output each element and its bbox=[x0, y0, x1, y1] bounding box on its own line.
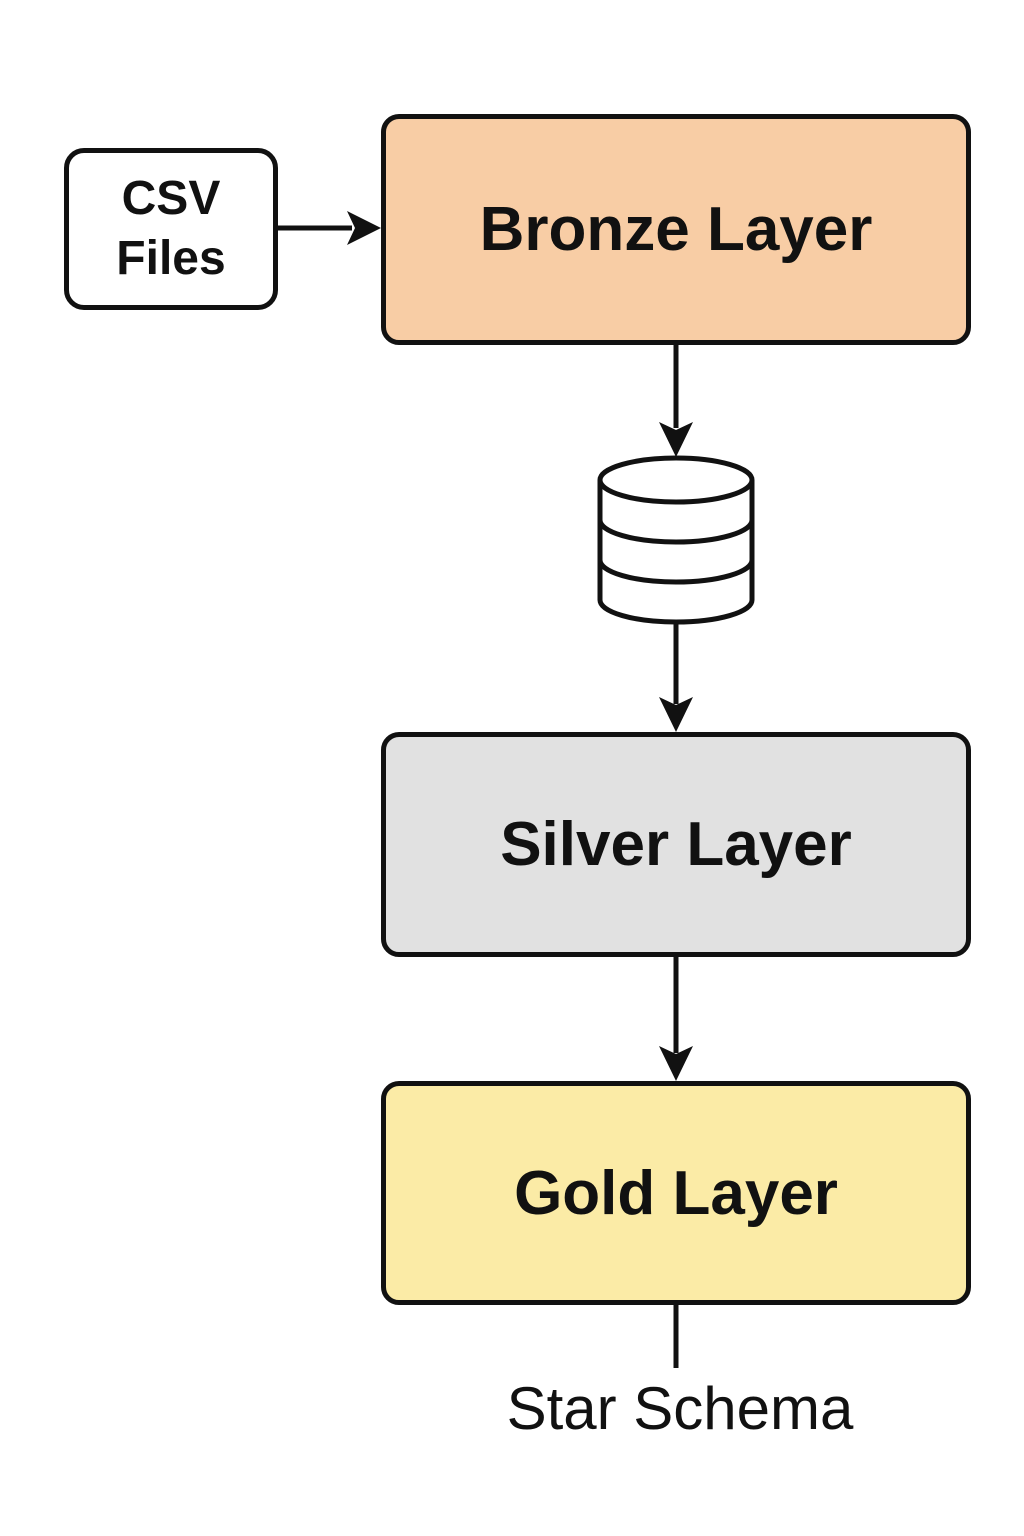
csv-files-label-line2: Files bbox=[116, 232, 226, 285]
csv-files-label-line1: CSV bbox=[121, 172, 221, 225]
arrow-database-to-silver bbox=[659, 624, 693, 732]
silver-layer-label: Silver Layer bbox=[500, 810, 852, 879]
arrow-bronze-to-database bbox=[659, 345, 693, 457]
silver-layer-box: Silver Layer bbox=[381, 732, 971, 957]
database-icon bbox=[597, 455, 755, 625]
bronze-layer-label: Bronze Layer bbox=[479, 195, 873, 264]
csv-files-box: CSV Files bbox=[64, 148, 278, 310]
arrow-csv-to-bronze bbox=[278, 211, 381, 245]
gold-layer-box: Gold Layer bbox=[381, 1081, 971, 1305]
arrow-silver-to-gold bbox=[659, 957, 693, 1081]
bronze-layer-box: Bronze Layer bbox=[381, 114, 971, 345]
star-schema-label: Star Schema bbox=[506, 1375, 854, 1442]
gold-layer-label: Gold Layer bbox=[514, 1158, 838, 1228]
